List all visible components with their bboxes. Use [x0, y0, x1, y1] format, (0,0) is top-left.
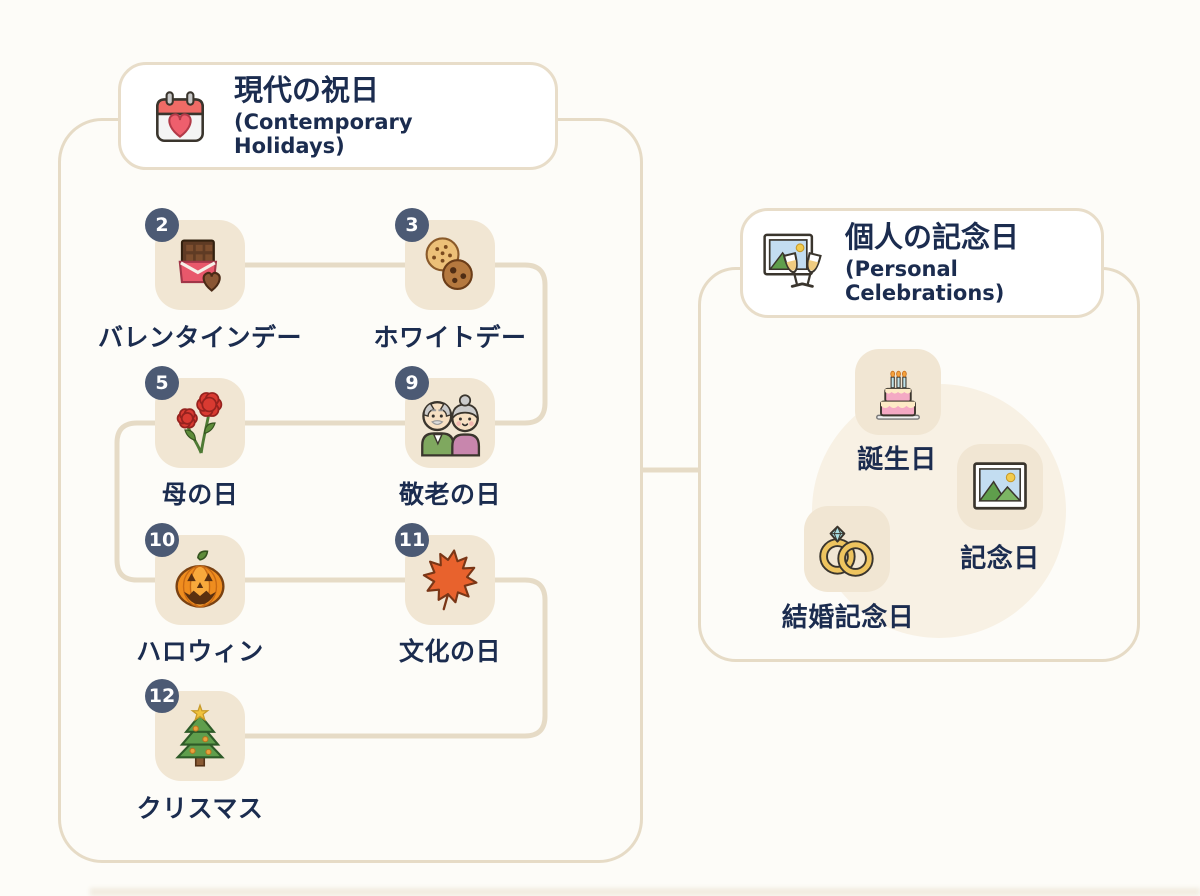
respect-aged-day-node: 9 — [395, 366, 495, 468]
culture-day-node: 11 — [395, 523, 495, 625]
chocolate-icon — [178, 239, 221, 292]
wedding-anniversary-node — [804, 506, 890, 592]
christmas-node: 12 — [145, 679, 245, 781]
month-badge: 12 — [145, 679, 179, 713]
elderly-couple-icon — [421, 394, 481, 457]
bottom-edge-artifact — [90, 888, 1200, 896]
birthday-cake-icon — [876, 370, 920, 420]
personal-celebrations-header: 個人の記念日 (Personal Celebrations) — [740, 208, 1104, 318]
valentine-node: 2 — [145, 208, 245, 310]
right-section-subtitle: (Personal Celebrations) — [845, 256, 1005, 305]
photo-icon — [973, 462, 1027, 510]
month-badge: 5 — [145, 366, 179, 400]
photo-champagne-icon — [763, 233, 822, 288]
white-day-label: ホワイトデー — [373, 323, 527, 352]
calendar-heart-icon — [156, 91, 204, 143]
month-badge: 2 — [145, 208, 179, 242]
respect-aged-day-label: 敬老の日 — [398, 480, 501, 509]
anniversary-label: 記念日 — [960, 544, 1040, 574]
birthday-node — [855, 349, 941, 435]
valentine-label: バレンタインデー — [97, 323, 302, 352]
culture-day-label: 文化の日 — [398, 637, 501, 666]
birthday-label: 誕生日 — [857, 445, 937, 475]
cookies-icon — [425, 237, 473, 290]
jack-o-lantern-icon — [175, 550, 225, 608]
halloween-label: ハロウィン — [136, 637, 264, 666]
carnation-icon — [176, 392, 223, 454]
halloween-node: 10 — [145, 523, 245, 625]
christmas-tree-icon — [175, 703, 225, 767]
month-badge: 11 — [395, 523, 429, 557]
month-badge: 9 — [395, 366, 429, 400]
wedding-anniversary-label: 結婚記念日 — [781, 603, 915, 633]
left-section-title: 現代の祝日 — [234, 73, 380, 108]
maple-leaf-icon — [422, 549, 478, 611]
white-day-node: 3 — [395, 208, 495, 310]
anniversary-node — [957, 444, 1043, 530]
contemporary-holidays-header: 現代の祝日 (Contemporary Holidays) — [118, 62, 558, 170]
month-badge: 10 — [145, 523, 179, 557]
left-section-subtitle: (Contemporary Holidays) — [234, 109, 413, 158]
christmas-label: クリスマス — [136, 794, 264, 823]
wedding-rings-icon — [819, 525, 874, 577]
right-section-title: 個人の記念日 — [845, 220, 1020, 255]
mothers-day-label: 母の日 — [161, 480, 239, 509]
month-badge: 3 — [395, 208, 429, 242]
mothers-day-node: 5 — [145, 366, 245, 468]
